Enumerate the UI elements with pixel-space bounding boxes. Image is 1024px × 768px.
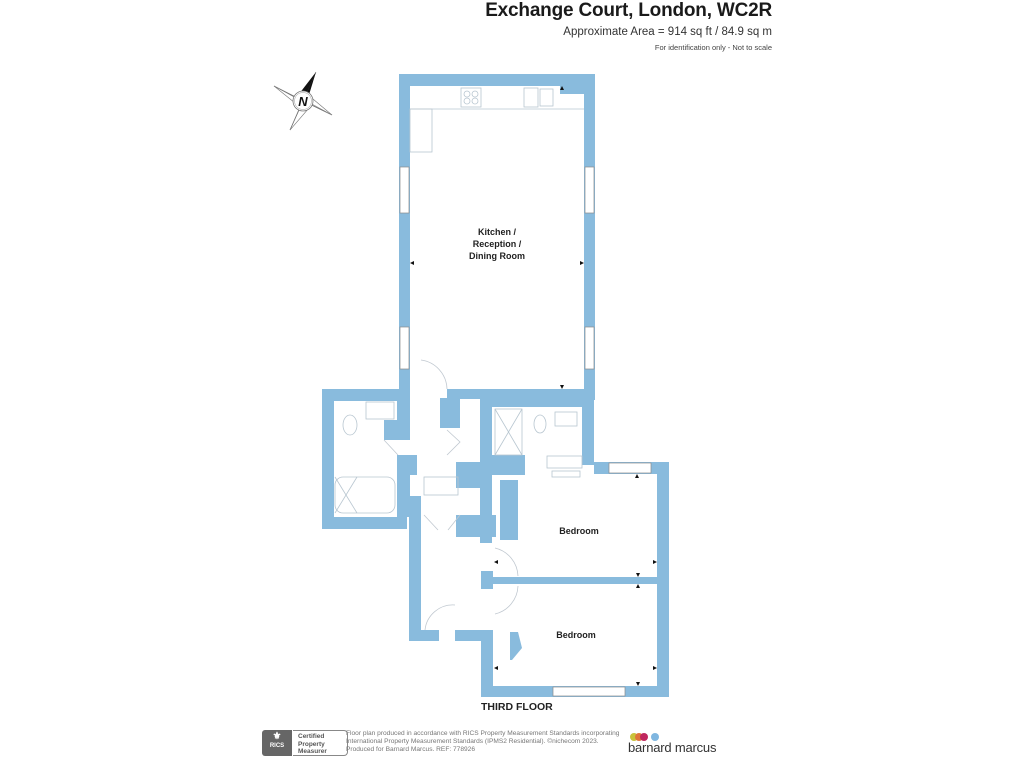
door-swings	[383, 359, 519, 631]
fixtures	[334, 87, 584, 514]
walls	[322, 74, 669, 697]
certified-property-measurer-badge: Certified Property Measurer	[293, 730, 348, 756]
property-title: Exchange Court, London, WC2R	[485, 0, 772, 21]
room-label-line: Kitchen /	[477, 227, 516, 237]
cert-line: Property	[298, 740, 325, 748]
footer-line: Produced for Barnard Marcus. REF: 778926	[346, 746, 476, 753]
cert-line: Measurer	[298, 748, 327, 755]
scale-disclaimer: For identification only - Not to scale	[654, 43, 772, 52]
brand-dots-icon	[630, 728, 659, 741]
room-label-bedroom-1: Bedroom	[549, 525, 609, 537]
plan-header: Exchange Court, London, WC2R Approximate…	[485, 0, 772, 52]
rics-crest-icon: ⚜	[272, 731, 282, 742]
room-label-line: Reception /	[472, 239, 522, 249]
dimension-arrows	[410, 86, 657, 686]
approximate-area: Approximate Area = 914 sq ft / 84.9 sq m	[563, 26, 772, 38]
barnard-marcus-logo: barnard marcus	[628, 728, 738, 762]
plan-footer: ⚜ RICS Certified Property Measurer Floor…	[262, 730, 732, 760]
cert-line: Certified	[298, 733, 325, 740]
room-label-line: Bedroom	[556, 630, 596, 640]
rics-org-name: RICS	[269, 743, 285, 749]
footer-notice: Floor plan produced in accordance with R…	[346, 730, 636, 754]
footer-line: Floor plan produced in accordance with R…	[346, 730, 620, 737]
north-compass-icon: N	[273, 71, 333, 131]
floor-level-label: THIRD FLOOR	[481, 701, 553, 713]
rics-badge: ⚜ RICS	[262, 730, 292, 756]
windows	[399, 166, 652, 697]
room-label-bedroom-2: Bedroom	[546, 629, 606, 641]
footer-line: International Property Measurement Stand…	[346, 738, 599, 745]
room-label-kitchen-reception-dining: Kitchen / Reception / Dining Room	[452, 226, 542, 262]
svg-text:N: N	[298, 94, 308, 109]
brand-name: barnard marcus	[628, 740, 717, 755]
room-label-line: Dining Room	[469, 251, 525, 261]
room-label-line: Bedroom	[559, 526, 599, 536]
